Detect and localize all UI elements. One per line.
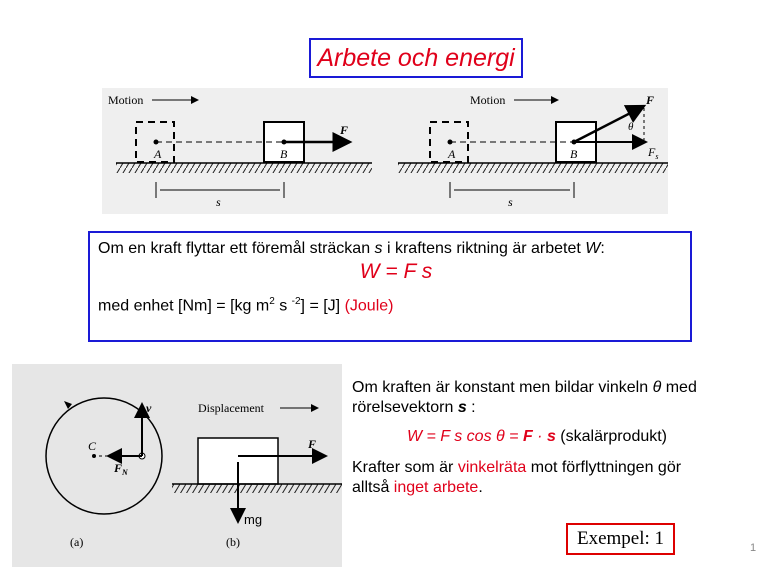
block-start [135, 121, 175, 163]
distance-label-left: s [216, 195, 221, 209]
work-diagram-svg: Motion F A B s Motion [102, 88, 668, 214]
dot-product-formula: W = F s cos θ = F · s (skalärprodukt) [406, 428, 668, 445]
joule-label: (Joule) [344, 297, 394, 315]
right-panel: Motion F θ Fs A B s [398, 93, 668, 209]
distance-label-right: s [508, 195, 513, 209]
component-label: Fs [647, 145, 658, 161]
perpendicular-diagram-svg: v C FN (a) Displacement F mg (b) [12, 364, 342, 567]
angle-label: θ [628, 121, 634, 133]
motion-label-right: Motion [470, 93, 505, 107]
point-b-right: B [570, 147, 578, 161]
force-label-right: F [645, 93, 654, 107]
point-a-left: A [153, 147, 162, 161]
velocity-label: v [146, 401, 152, 415]
definition-box: Om en kraft flyttar ett föremål sträckan… [88, 231, 692, 342]
force-arrow-right [573, 104, 647, 144]
normal-force-label: FN [113, 461, 129, 477]
circular-path [45, 397, 163, 515]
angle-paragraph: Om kraften är konstant men bildar vinkel… [352, 379, 697, 416]
angle-explanation: Om kraften är konstant men bildar vinkel… [352, 378, 722, 498]
center-label: C [88, 439, 97, 453]
perpendicular-force-diagram: v C FN (a) Displacement F mg (b) [12, 364, 342, 567]
page-number: 1 [750, 542, 757, 554]
page-title: Arbete och energi [317, 43, 515, 72]
perpendicular-paragraph: Krafter som är vinkelräta mot förflyttni… [352, 459, 682, 496]
block-start-right [429, 121, 469, 163]
label-b: (b) [226, 535, 240, 549]
work-formula: W = F s [359, 260, 433, 283]
block-panel: Displacement F mg (b) [172, 401, 342, 549]
label-a: (a) [70, 535, 83, 549]
definition-text: Om en kraft flyttar ett föremål sträckan… [98, 240, 605, 257]
work-diagram-top: Motion F A B s Motion [102, 88, 668, 214]
displacement-label: Displacement [198, 401, 265, 415]
force-label-b: F [307, 437, 316, 451]
force-label-left: F [339, 123, 348, 137]
circular-motion-panel: v C FN (a) [45, 397, 163, 549]
point-b-left: B [280, 147, 288, 161]
example-button[interactable]: Exempel: 1 [566, 523, 675, 555]
gravity-label: mg [244, 512, 262, 527]
unit-text: med enhet [Nm] = [kg m2 s -2] = [J] (Jou… [98, 296, 394, 315]
left-panel: Motion F A B s [108, 93, 372, 209]
motion-label-left: Motion [108, 93, 143, 107]
point-a-right: A [447, 147, 456, 161]
title-box: Arbete och energi [309, 38, 523, 78]
